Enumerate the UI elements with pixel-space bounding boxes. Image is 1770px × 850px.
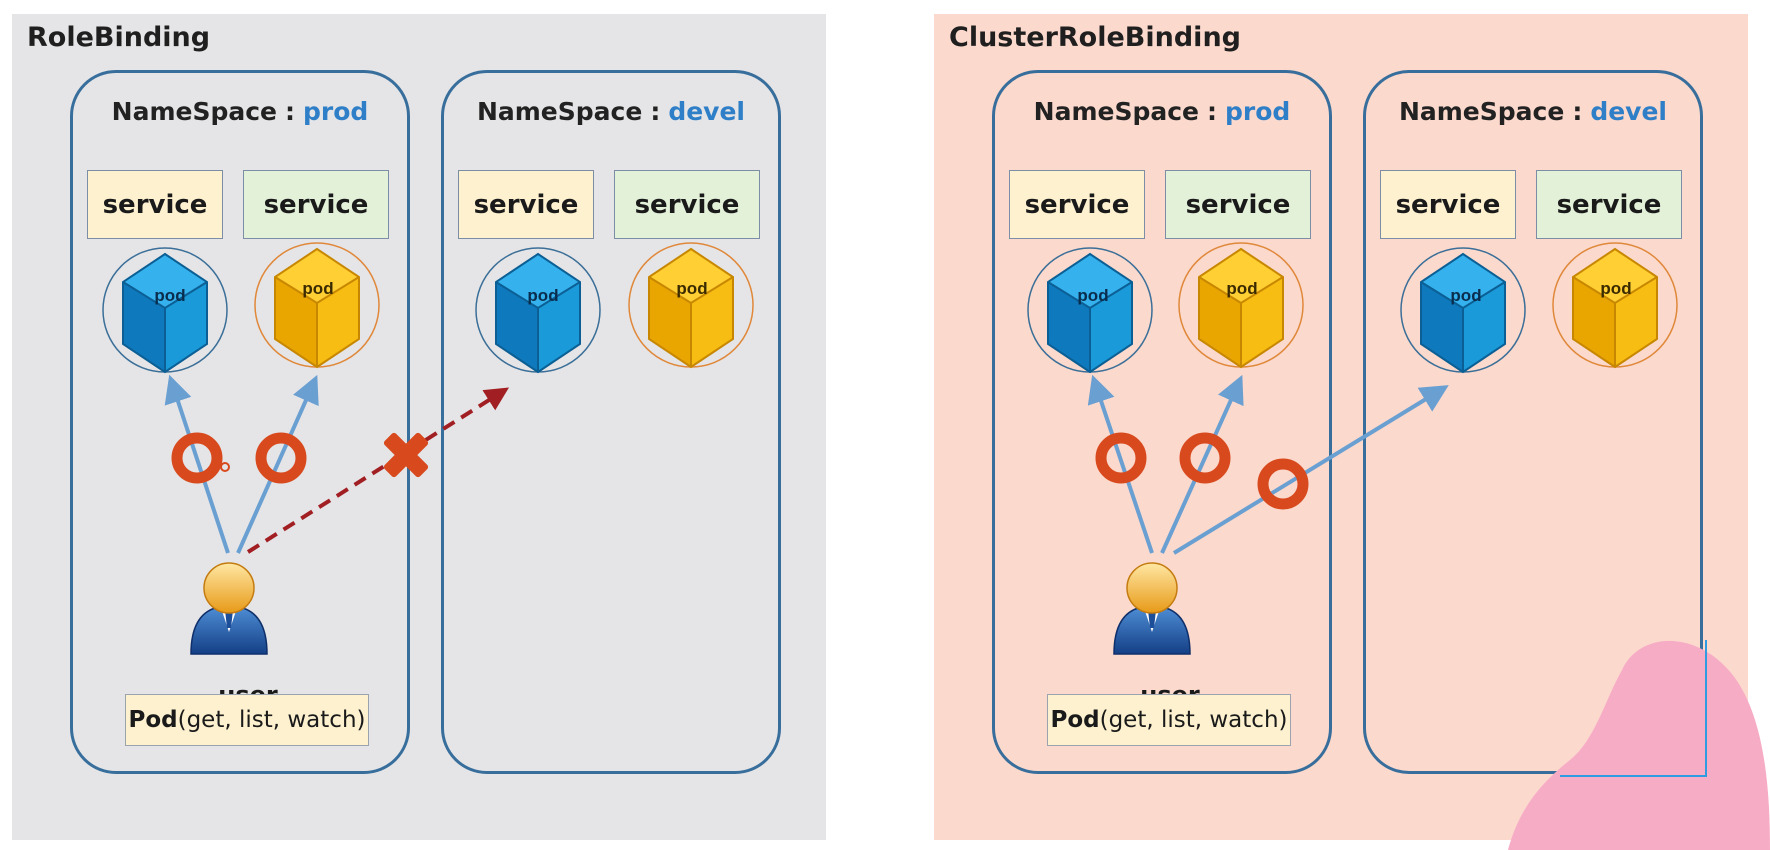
namespace-label: NameSpace — [1398, 97, 1565, 126]
pod-label: pod — [676, 279, 707, 298]
denied-arrow — [246, 387, 510, 554]
namespace-separator: : — [1572, 97, 1583, 126]
denied-x-mark-icon — [383, 432, 429, 478]
namespace-label: NameSpace — [1033, 97, 1200, 126]
panel-title: ClusterRoleBinding — [949, 22, 1241, 53]
pod-label: pod — [1600, 279, 1631, 298]
service-box: service — [243, 170, 389, 239]
allowed-arrow — [164, 374, 230, 554]
namespace-separator: : — [1207, 97, 1218, 126]
role-verbs: (get, list, watch) — [177, 707, 366, 733]
namespace-name: devel — [1590, 97, 1668, 126]
allowed-arrow — [1087, 374, 1154, 554]
allowed-arrow — [1172, 385, 1449, 555]
namespace-box-devel: NameSpace:devel service service — [1363, 70, 1703, 774]
annotation-line — [1560, 640, 1707, 777]
pod-label: pod — [1226, 279, 1257, 298]
allowed-arrow — [236, 374, 319, 554]
pod-cube-icon — [628, 242, 754, 368]
rolebinding-panel: RoleBinding NameSpace:prod service servi… — [12, 14, 826, 840]
user-avatar-icon — [190, 562, 268, 655]
namespace-separator: : — [285, 97, 296, 126]
pod-label: pod — [1077, 286, 1108, 305]
cursor-dot — [220, 462, 230, 472]
allowed-arrow — [1160, 374, 1244, 554]
service-box: service — [1380, 170, 1516, 239]
panel-title: RoleBinding — [27, 22, 211, 53]
pod-label: pod — [154, 286, 185, 305]
role-rule-box: Pod(get, list, watch) — [125, 694, 369, 746]
service-box: service — [1009, 170, 1145, 239]
pod-cube-icon — [1400, 247, 1526, 373]
namespace-title: NameSpace:prod — [995, 97, 1329, 126]
pod-cube-icon — [1027, 247, 1153, 373]
pod-cube-icon — [254, 242, 380, 368]
pod-label: pod — [1450, 286, 1481, 305]
pod-cube-icon — [1552, 242, 1678, 368]
namespace-title: NameSpace:devel — [1366, 97, 1700, 126]
namespace-name: prod — [1225, 97, 1291, 126]
service-box: service — [614, 170, 760, 239]
role-resource: Pod — [1050, 707, 1100, 733]
role-verbs: (get, list, watch) — [1099, 707, 1288, 733]
namespace-name: devel — [668, 97, 746, 126]
role-rule-box: Pod(get, list, watch) — [1047, 694, 1291, 746]
pod-cube-icon — [102, 247, 228, 373]
namespace-title: NameSpace:devel — [444, 97, 778, 126]
namespace-title: NameSpace:prod — [73, 97, 407, 126]
service-box: service — [1165, 170, 1311, 239]
namespace-separator: : — [650, 97, 661, 126]
namespace-name: prod — [303, 97, 369, 126]
pod-label: pod — [527, 286, 558, 305]
service-box: service — [1536, 170, 1682, 239]
namespace-box-devel: NameSpace:devel service service — [441, 70, 781, 774]
pod-cube-icon — [475, 247, 601, 373]
pod-cube-icon — [1178, 242, 1304, 368]
service-box: service — [458, 170, 594, 239]
namespace-box-prod: NameSpace:prod service service user Pod(… — [992, 70, 1332, 774]
pod-label: pod — [302, 279, 333, 298]
user-avatar-icon — [1113, 562, 1191, 655]
role-resource: Pod — [128, 707, 178, 733]
pink-annotation-scribble — [1508, 640, 1770, 850]
namespace-label: NameSpace — [476, 97, 643, 126]
namespace-label: NameSpace — [111, 97, 278, 126]
service-box: service — [87, 170, 223, 239]
namespace-box-prod: NameSpace:prod service service user Pod(… — [70, 70, 410, 774]
allowed-circle-mark-icon — [1263, 464, 1303, 504]
